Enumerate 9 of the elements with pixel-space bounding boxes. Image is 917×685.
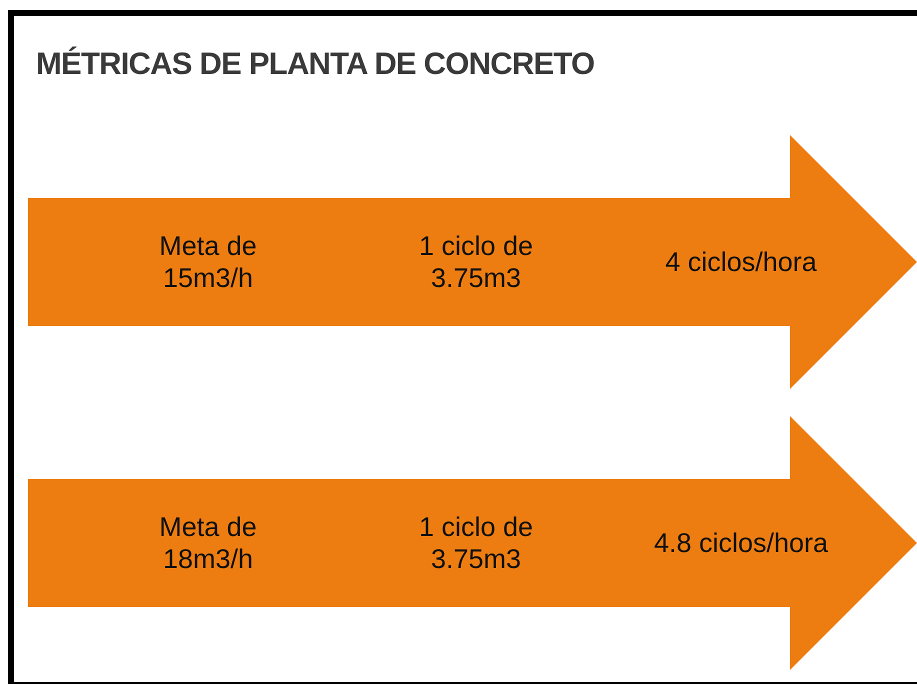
arrow-text: Meta de 18m3/h bbox=[158, 511, 258, 576]
arrow-text: 1 ciclo de 3.75m3 bbox=[418, 230, 534, 295]
arrow-banner bbox=[28, 135, 917, 389]
title: MÉTRICAS DE PLANTA DE CONCRETO bbox=[36, 45, 594, 83]
arrow-text: 1 ciclo de 3.75m3 bbox=[418, 511, 534, 576]
arrow-text: 4.8 ciclos/hora bbox=[652, 527, 830, 560]
arrow-text: 4 ciclos/hora bbox=[664, 246, 818, 279]
arrow-text: Meta de 15m3/h bbox=[158, 230, 258, 295]
arrow-banner bbox=[28, 416, 917, 670]
